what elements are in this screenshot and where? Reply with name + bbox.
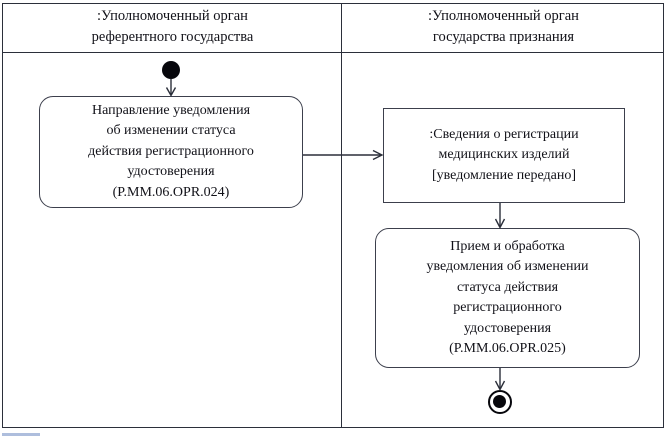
swimlane-title-line-2: референтного государства xyxy=(91,29,254,45)
activity-label-line-5: (P.MM.06.OPR.024) xyxy=(112,184,230,200)
swimlane-divider xyxy=(341,3,342,428)
viewport-edge-artifact xyxy=(2,433,40,436)
activity-label: Направление уведомления об изменении ста… xyxy=(88,101,254,204)
initial-node-icon xyxy=(162,61,180,79)
swimlane-title-line-2: государства признания xyxy=(432,29,575,45)
swimlane-header-separator xyxy=(2,52,664,53)
activity-label-line-4: удостоверения xyxy=(127,164,215,180)
object-node-label: :Сведения о регистрации медицинских изде… xyxy=(429,125,578,187)
object-node-label-line-3: [уведомление передано] xyxy=(431,167,577,183)
activity-label-line-2: уведомления об изменении xyxy=(426,259,589,274)
activity-label: Прием и обработка уведомления об изменен… xyxy=(426,237,588,360)
object-node-label-line-1: :Сведения о регистрации xyxy=(429,126,579,142)
object-node-label-line-2: медицинских изделий xyxy=(438,147,570,163)
activity-label-line-2: об изменении статуса xyxy=(106,123,236,139)
swimlane-header-recognition-state: :Уполномоченный орган государства призна… xyxy=(343,6,664,48)
object-node-registration-info[interactable]: :Сведения о регистрации медицинских изде… xyxy=(383,108,625,203)
activity-final-node-icon xyxy=(488,390,512,414)
activity-label-line-1: Прием и обработка xyxy=(450,238,565,254)
swimlane-title-line-1: :Уполномоченный орган xyxy=(428,8,579,24)
activity-node-receive-notification[interactable]: Прием и обработка уведомления об изменен… xyxy=(375,228,640,368)
activity-node-send-notification[interactable]: Направление уведомления об изменении ста… xyxy=(39,96,303,208)
diagram-frame xyxy=(2,3,664,428)
swimlane-title-line-1: :Уполномоченный орган xyxy=(97,8,248,24)
activity-label-line-3: статуса действия xyxy=(456,279,559,295)
activity-label-line-4: регистрационного xyxy=(453,300,562,315)
activity-label-line-3: действия регистрационного xyxy=(88,143,254,159)
activity-label-line-6: (P.MM.06.OPR.025) xyxy=(449,341,566,356)
swimlane-header-reference-state: :Уполномоченный орган референтного госуд… xyxy=(4,6,341,48)
activity-label-line-1: Направление уведомления xyxy=(91,102,251,118)
activity-label-line-5: удостоверения xyxy=(463,320,552,336)
